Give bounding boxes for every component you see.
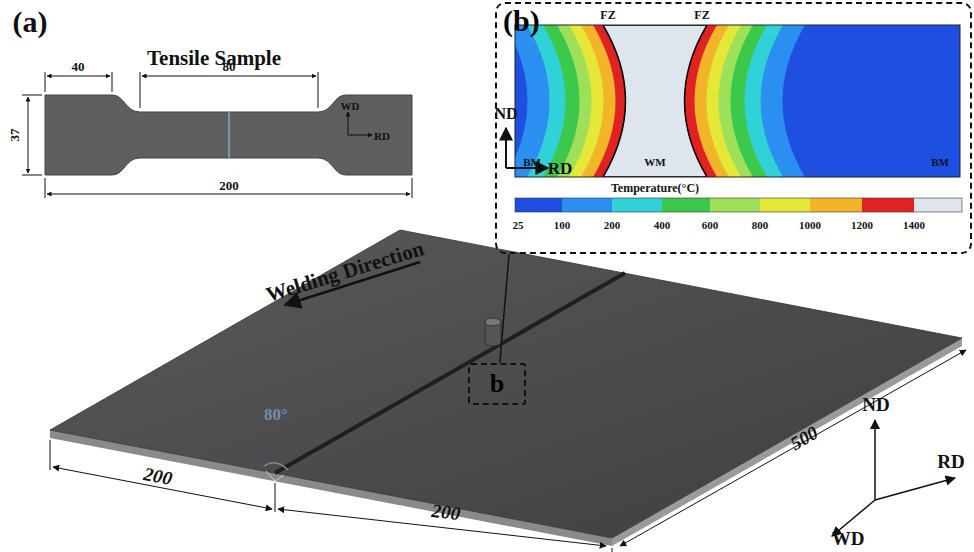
annotation-label: 40 <box>72 60 85 73</box>
detail-box: b <box>468 363 526 405</box>
annotation-label: 200 <box>431 501 462 523</box>
annotation-label: (a) <box>13 7 48 37</box>
annotation-label: 37 <box>8 129 21 142</box>
annotation-label: RD <box>548 160 573 177</box>
annotation-label: 800 <box>752 220 769 231</box>
panel-label: (b) <box>503 6 540 36</box>
annotation-label: 200 <box>219 179 239 192</box>
welded-plate <box>50 230 966 552</box>
annotation-label: FZ <box>600 9 615 21</box>
inset-panel: (b) <box>495 2 972 254</box>
tensile-sample <box>22 72 412 198</box>
annotation-label: 400 <box>654 220 671 231</box>
annotation-label: 600 <box>702 220 719 231</box>
annotation-label: WM <box>644 157 665 168</box>
annotation-label: BM <box>523 157 541 168</box>
annotation-label: FZ <box>694 9 709 21</box>
annotation-label: 1200 <box>851 220 873 231</box>
annotation-label: 80 <box>223 60 236 73</box>
annotation-label: BM <box>931 157 949 168</box>
annotation-label: RD <box>937 452 964 471</box>
panel-label: b <box>490 371 504 397</box>
annotation-label: Tensile Sample <box>147 48 281 69</box>
leader-line <box>500 254 509 363</box>
annotation-label: WD <box>832 529 865 548</box>
annotation-label: ND <box>494 106 517 122</box>
annotation-label: RD <box>374 131 390 142</box>
annotation-label: 100 <box>554 220 571 231</box>
temperature-field <box>505 25 962 212</box>
annotation-label: 200 <box>142 464 174 488</box>
annotation-label: 25 <box>513 220 524 231</box>
annotation-label: ND <box>862 395 889 414</box>
annotation-label: 1400 <box>903 220 925 231</box>
annotation-label: 1000 <box>799 220 821 231</box>
annotation-label: 80° <box>264 406 288 423</box>
annotation-label: 200 <box>604 220 621 231</box>
annotation-label: Temperature(°C) <box>611 182 699 194</box>
annotation-label: WD <box>341 101 360 112</box>
